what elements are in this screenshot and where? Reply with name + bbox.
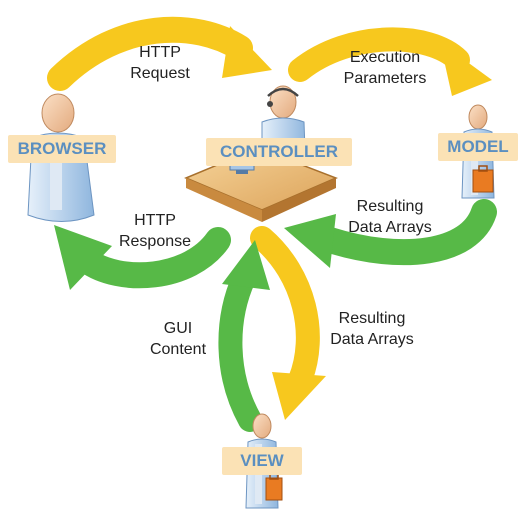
gui-content-label: GUI Content	[138, 318, 218, 360]
execution-parameters-label: Execution Parameters	[325, 47, 445, 89]
edge-label-line: Execution	[349, 49, 421, 66]
model-label: MODEL	[438, 133, 518, 161]
edge-label-line: Data Arrays	[330, 331, 414, 348]
http-response-arrow	[54, 225, 231, 290]
edge-label-line: Data Arrays	[348, 219, 432, 236]
edge-label-line: Request	[130, 65, 190, 82]
edge-label-line: Resulting	[338, 310, 406, 327]
http-response-label: HTTP Response	[105, 210, 205, 252]
http-request-label: HTTP Request	[110, 42, 210, 84]
edge-label-line: GUI	[163, 320, 193, 337]
edge-label-line: Content	[149, 341, 207, 358]
edge-label-line: HTTP	[134, 212, 176, 229]
edge-label-line: Resulting	[356, 198, 424, 215]
gui-content-arrow	[218, 240, 270, 432]
browser-label: BROWSER	[8, 135, 116, 163]
execution-parameters-arrow	[288, 27, 492, 96]
view-label: VIEW	[222, 447, 302, 475]
controller-to-view-arrow	[250, 226, 326, 420]
view-briefcase-icon	[265, 473, 283, 501]
edge-label-line: Parameters	[343, 70, 427, 87]
edge-label-line: Response	[118, 233, 192, 250]
model-briefcase-icon	[472, 165, 494, 193]
view-resulting-data-arrays-label: Resulting Data Arrays	[312, 308, 432, 350]
model-to-controller-arrow	[284, 199, 497, 268]
http-request-arrow	[47, 16, 272, 91]
controller-label: CONTROLLER	[206, 138, 352, 166]
model-resulting-data-arrays-label: Resulting Data Arrays	[330, 196, 450, 238]
edge-label-line: HTTP	[139, 44, 181, 61]
